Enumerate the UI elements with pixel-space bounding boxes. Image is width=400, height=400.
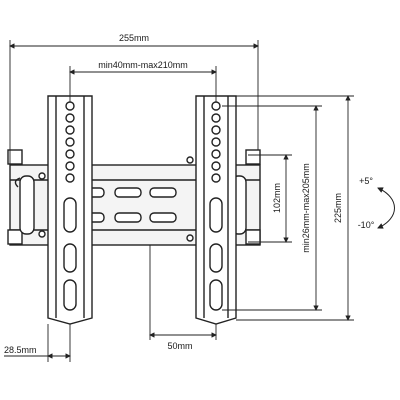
label-hole-spacing-width: min40mm-max210mm	[98, 60, 188, 70]
label-wall-distance: 28.5mm	[4, 345, 37, 355]
dim-bracket-center-height	[248, 154, 292, 243]
right-arm	[195, 95, 237, 325]
label-hole-spacing-height: min26mm-max205mm	[301, 163, 311, 253]
tilt-arrow	[377, 187, 395, 229]
left-arm	[47, 95, 93, 325]
dim-overall-height	[236, 95, 354, 321]
label-bracket-center-height: 102mm	[272, 183, 282, 213]
dim-hole-spacing-width	[69, 66, 217, 102]
label-depth-offset: 50mm	[167, 341, 192, 351]
label-overall-height: 225mm	[333, 193, 343, 223]
dim-overall-width	[9, 40, 259, 165]
label-tilt-up: +5°	[359, 176, 373, 186]
label-tilt-down: -10°	[358, 220, 375, 230]
label-overall-width: 255mm	[119, 33, 149, 43]
dim-depth-offset	[149, 245, 217, 340]
dim-hole-spacing-height	[222, 105, 322, 311]
dim-wall-distance	[4, 324, 71, 362]
